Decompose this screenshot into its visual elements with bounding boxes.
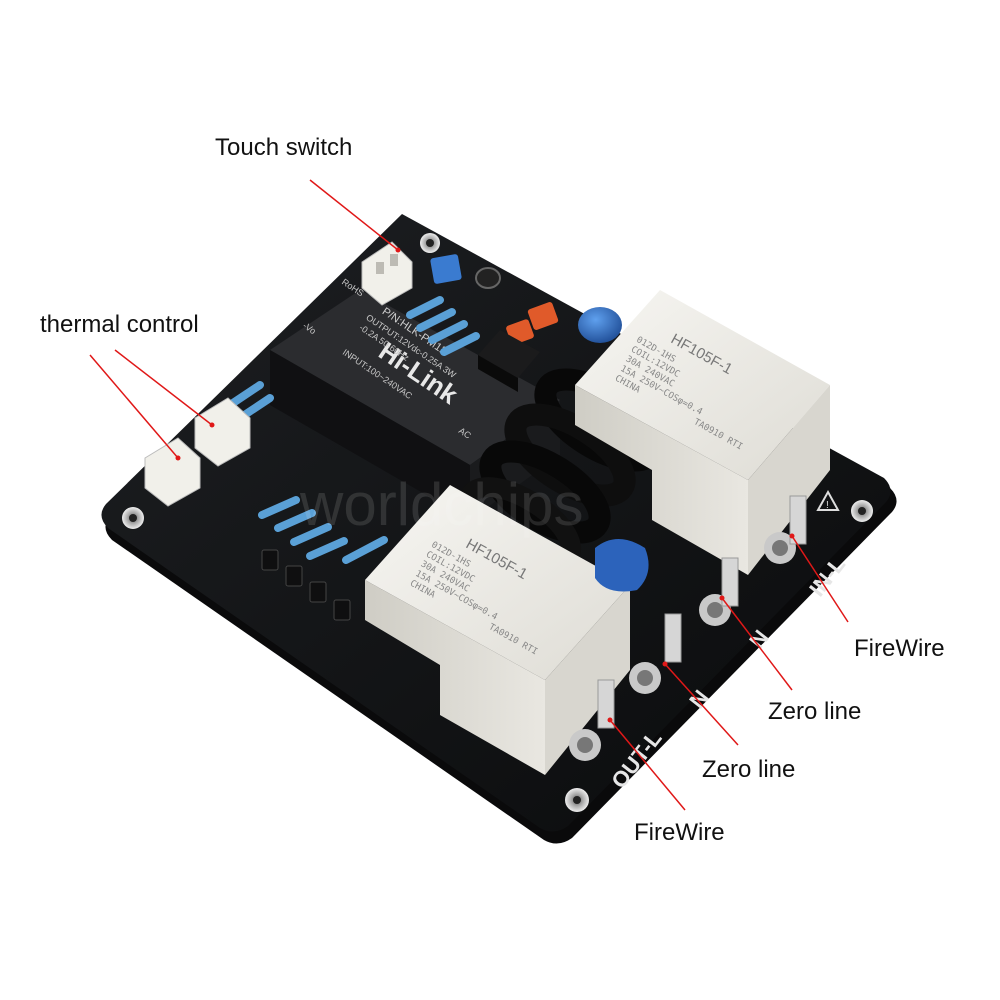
warning-triangle-icon: ! [816,489,840,511]
callout-line-firewire-bottom [609,719,686,811]
callout-line-touch [309,179,399,251]
terminal-out-l [569,679,615,761]
terminal-n-lower [629,613,682,694]
callout-firewire-bottom: FireWire [634,819,725,846]
ic-chip [478,330,540,392]
film-capacitor [595,539,649,592]
terminal-n-upper [699,557,739,626]
capacitors [430,254,649,592]
callout-touch-switch: Touch switch [215,134,353,161]
mounting-hole [565,788,589,812]
callout-line-zero-mid [664,663,739,746]
relay-upper: HF105F-1 012D-1HS COIL:12VDC 30A 240VAC … [575,290,830,575]
mounting-hole [420,233,440,253]
callout-lines [89,179,849,811]
touch-switch-connector [361,241,413,306]
callout-line-thermal-b [114,349,213,426]
callout-firewire-right: FireWire [854,635,945,662]
resistor-group-top [406,296,480,356]
callout-line-thermal-a [89,354,179,459]
spade-terminals [569,495,807,761]
electrolytic-capacitor [475,267,501,289]
callout-line-zero-right [721,597,793,691]
mounting-hole [122,507,144,529]
mounting-holes [122,233,873,812]
watermark: worldchips [299,471,583,538]
mounting-hole [851,500,873,522]
terminal-in-l [764,495,807,564]
callout-zero-line-mid: Zero line [702,756,796,783]
electrolytic-capacitor [578,307,622,343]
thermal-connector [144,397,251,507]
transistors [261,549,351,621]
film-capacitor [430,254,462,284]
svg-text:!: ! [826,500,829,511]
callout-line-firewire-right [791,535,849,623]
orange-capacitor [527,302,559,330]
resistor-group-bottom [258,496,388,564]
callout-thermal-control: thermal control [40,311,199,338]
relay-lower: HF105F-1 012D-1HS COIL:12VDC 30A 240VAC … [365,485,630,775]
callout-zero-line-right: Zero line [768,698,862,725]
